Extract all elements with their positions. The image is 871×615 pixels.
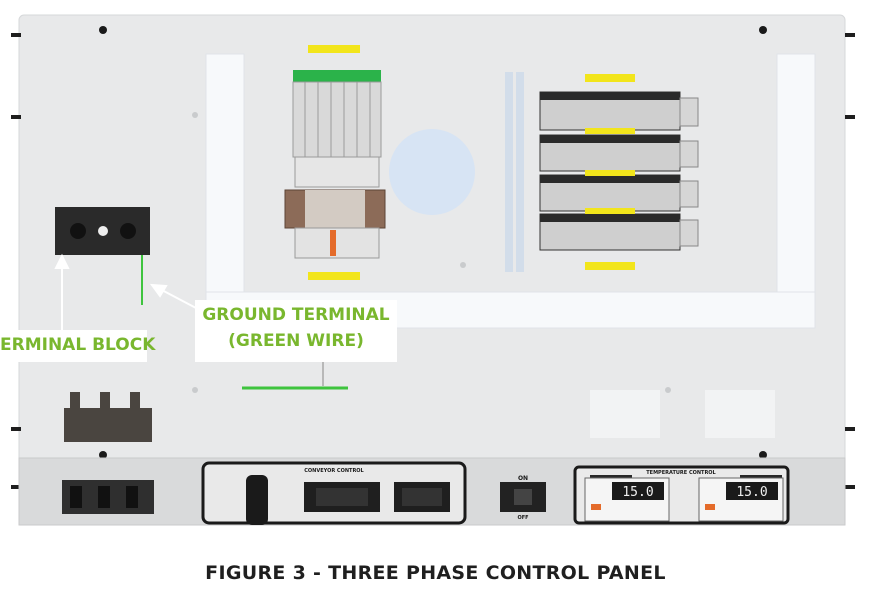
cooling-fan (389, 129, 475, 215)
temperature-control-box (573, 465, 790, 525)
temp-readout-2: 15.0 (736, 485, 767, 500)
green-wire-label: (GREEN WIRE) (228, 331, 364, 351)
temperature-control-label: TEMPERATURE CONTROL (646, 470, 716, 476)
ground-terminal-label: GROUND TERMINAL (202, 305, 390, 325)
terminal-block-callout: ERMINAL BLOCK (0, 330, 156, 362)
figure-caption: FIGURE 3 - THREE PHASE CONTROL PANEL (205, 562, 666, 584)
off-label: OFF (517, 515, 528, 521)
conveyor-control-box (201, 461, 467, 525)
conveyor-control-label: CONVEYOR CONTROL (304, 468, 364, 474)
mounting-brackets (11, 33, 855, 489)
temp-display-1 (612, 482, 664, 500)
power-connector (64, 392, 152, 442)
breaker-stack (505, 72, 699, 272)
on-label: ON (518, 475, 528, 482)
terminal-block-label: ERMINAL BLOCK (0, 335, 156, 355)
temp-display-2 (726, 482, 778, 500)
panel-screws (99, 26, 767, 459)
relay-terminal-stack (284, 45, 386, 280)
temp-readout-1: 15.0 (622, 485, 653, 500)
conveyor-knob[interactable] (246, 475, 268, 525)
ground-terminal-callout: GROUND TERMINAL (GREEN WIRE) (195, 300, 397, 362)
terminal-block (55, 207, 150, 255)
power-switch[interactable] (500, 482, 546, 512)
plug-connector (62, 480, 154, 514)
callout-arrows (54, 253, 197, 330)
